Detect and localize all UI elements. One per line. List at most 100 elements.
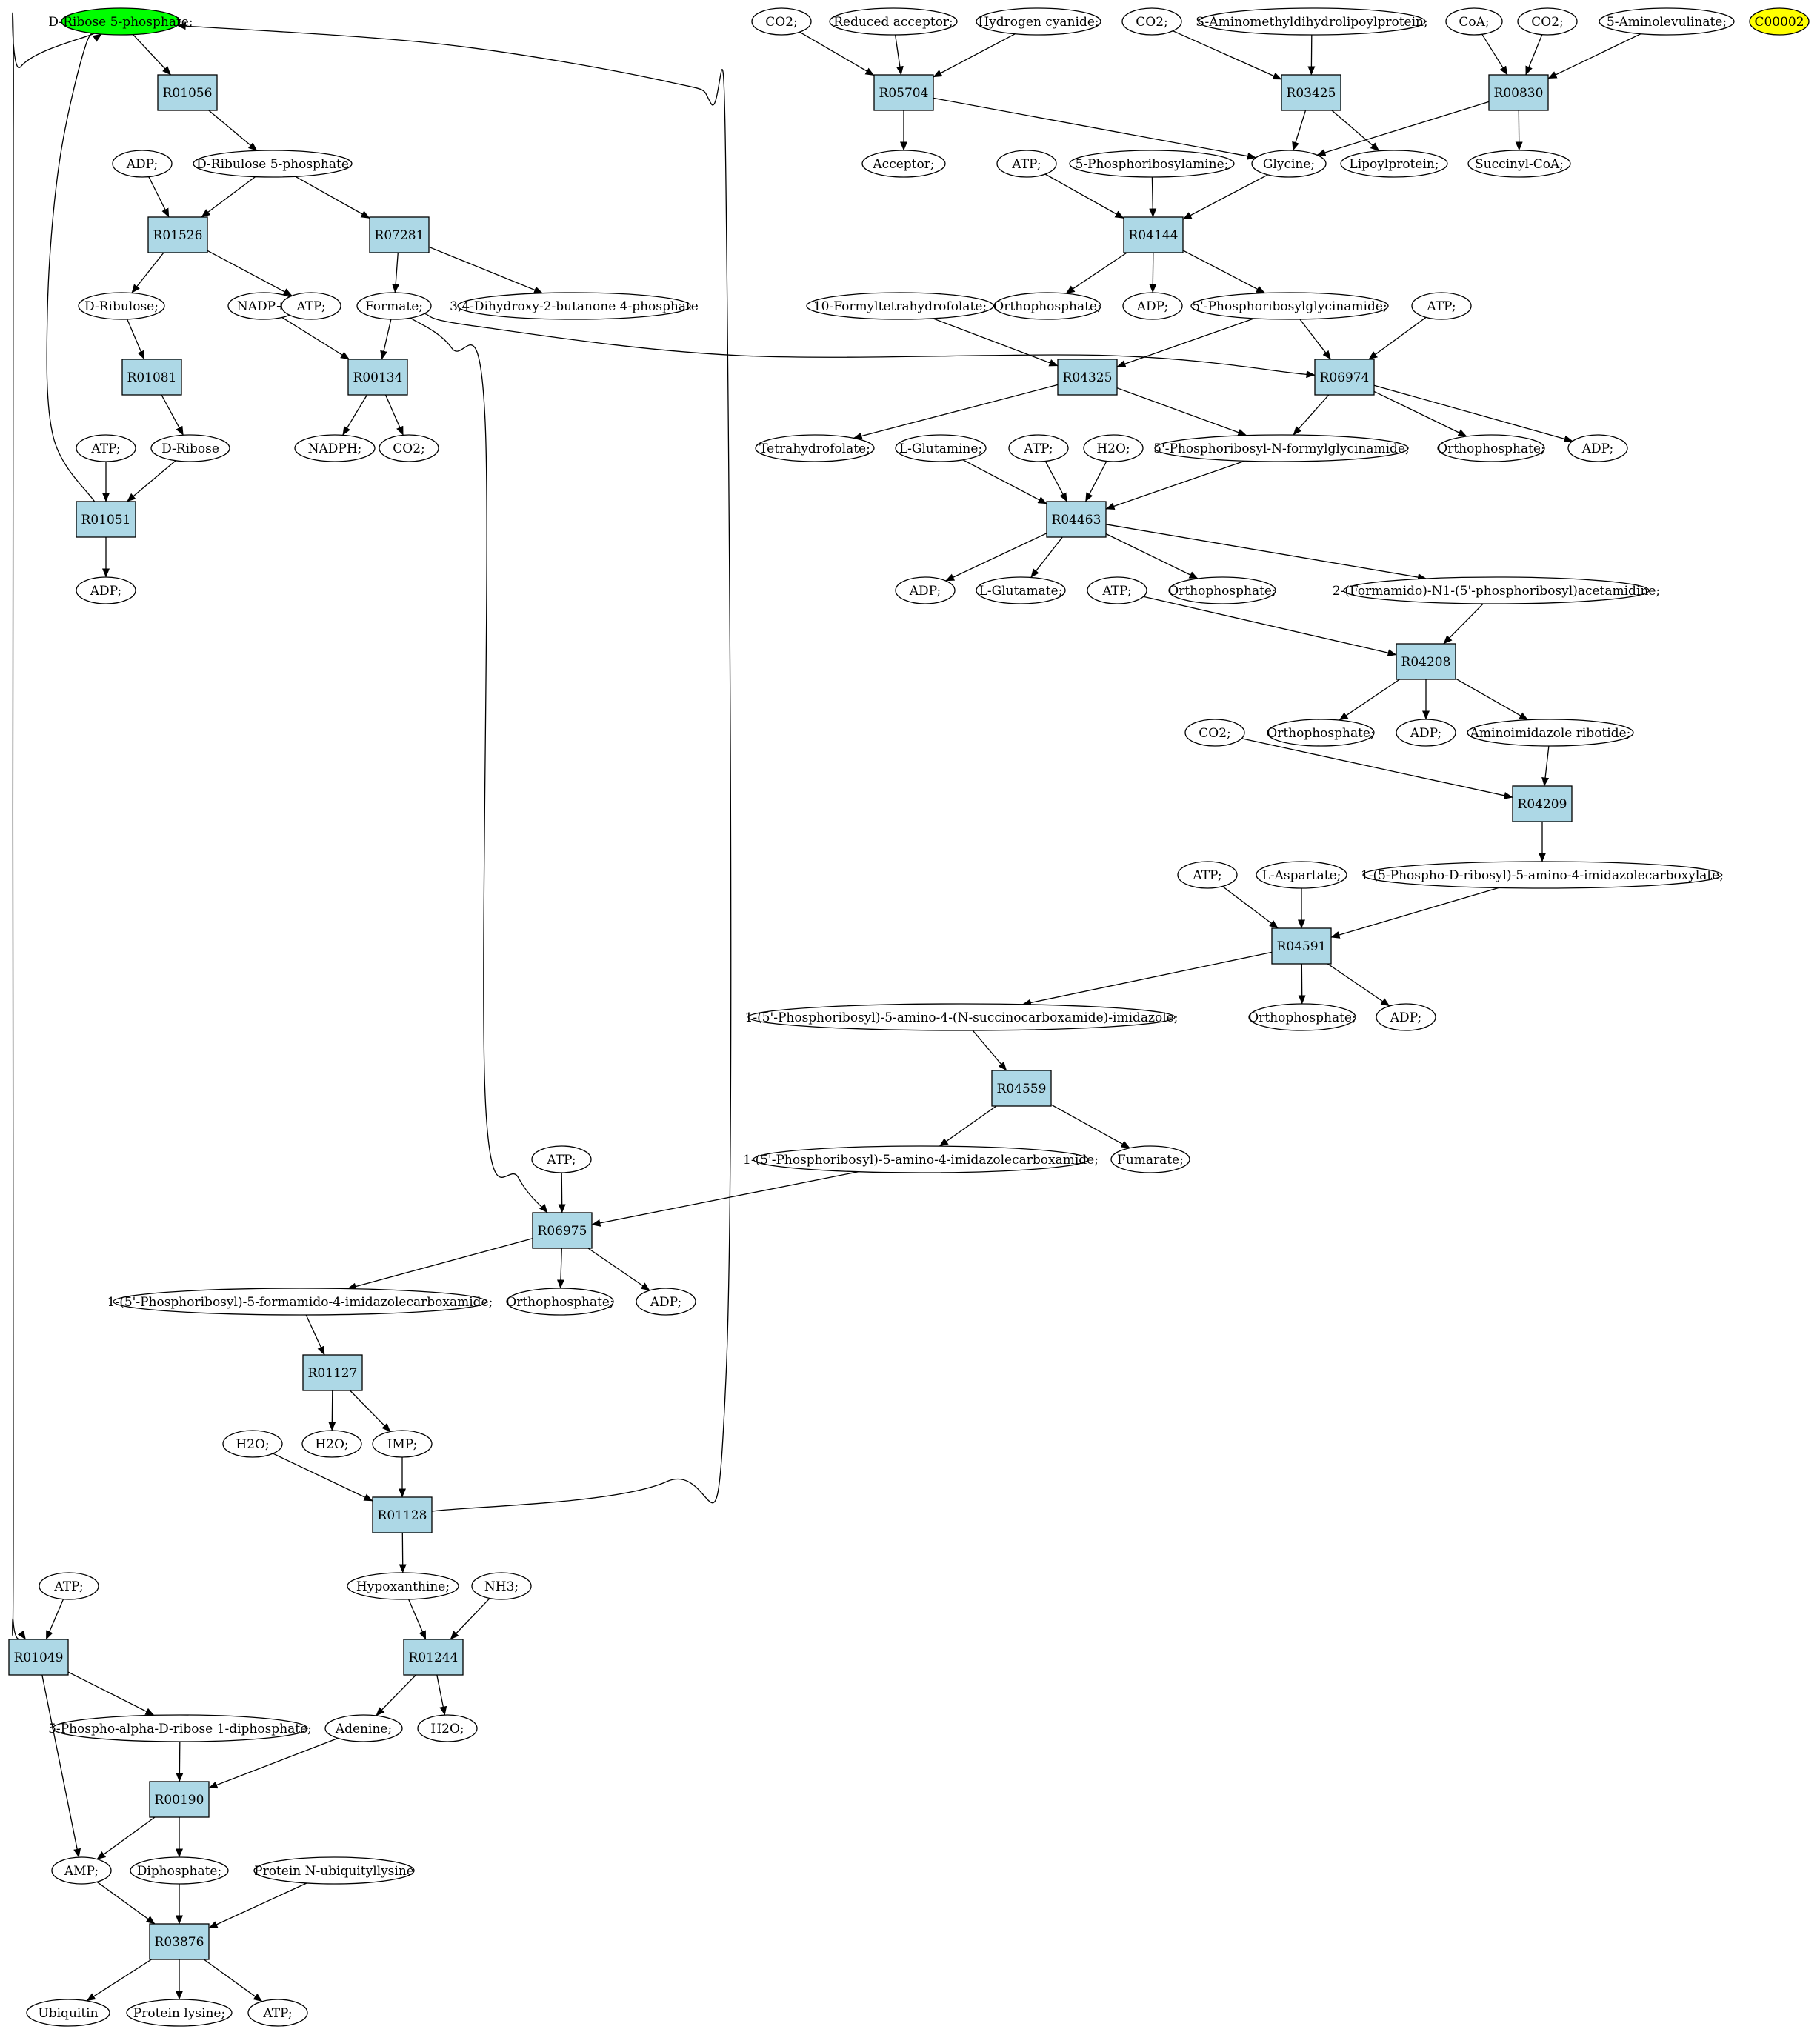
node-label: R06975 xyxy=(538,1224,587,1239)
node-label: Adenine; xyxy=(335,1722,392,1736)
compound-node-orthophosphate: Orthophosphate; xyxy=(1248,1003,1356,1031)
node-label: Succinyl-CoA; xyxy=(1475,157,1564,172)
reaction-node-r06975: R06975 xyxy=(532,1212,593,1249)
compound-ellipse xyxy=(379,434,439,462)
edge-adenine-to-R00190 xyxy=(208,1737,339,1789)
edge-rib5p-to-R01049 xyxy=(12,12,95,1641)
reaction-box xyxy=(347,359,408,396)
reaction-node-r04559: R04559 xyxy=(991,1070,1052,1107)
node-label: R01526 xyxy=(153,228,203,243)
reaction-node-r00190: R00190 xyxy=(149,1781,210,1818)
compound-ellipse xyxy=(51,1856,112,1885)
node-label: R04559 xyxy=(997,1082,1047,1096)
edge-hcn-to-R05704 xyxy=(933,33,1016,78)
edge-rib5p-to-R01056 xyxy=(133,34,171,76)
compound-ellipse xyxy=(1177,861,1238,889)
node-label: Fumarate; xyxy=(1117,1153,1184,1168)
node-label: L-Glutamine; xyxy=(899,442,982,456)
edge-R04559-to-aicar xyxy=(939,1105,997,1147)
edge-R04463-to-glu xyxy=(1030,536,1063,578)
edge-10fthf-to-R04325 xyxy=(933,318,1059,367)
node-label: ATP; xyxy=(546,1153,576,1168)
reaction-node-r01056: R01056 xyxy=(157,74,218,111)
edge-R04208-to-air xyxy=(1455,678,1529,721)
node-label: ADP; xyxy=(1136,299,1168,314)
compound-node-adp: ADP; xyxy=(895,576,956,604)
compound-node-hypoxanthine: Hypoxanthine; xyxy=(347,1572,459,1600)
compound-node-co2: CO2; xyxy=(1517,7,1578,36)
compound-node-lipoylprotein: Lipoylprotein; xyxy=(1340,150,1448,178)
edge-glycine-to-R04144 xyxy=(1182,174,1269,220)
reaction-node-r04591: R04591 xyxy=(1271,927,1332,965)
edge-ru5p-to-R07281 xyxy=(295,176,370,219)
compound-ellipse xyxy=(78,292,165,320)
compound-node-h2o: H2O; xyxy=(222,1430,283,1458)
reaction-box xyxy=(1123,216,1184,253)
compound-node-atp: ATP; xyxy=(1177,861,1238,889)
compound-node-l-aspartate: L-Aspartate; xyxy=(1256,861,1347,889)
node-label: R04325 xyxy=(1063,370,1113,385)
edge-R04144-to-pi1 xyxy=(1065,252,1127,294)
compound-node-ubiquitin: Ubiquitin xyxy=(26,1999,110,2027)
node-label: D-Ribose 5-phosphate; xyxy=(48,15,193,30)
node-label: NADPH; xyxy=(308,442,362,456)
compound-ellipse xyxy=(1396,719,1456,747)
node-label: ATP; xyxy=(1426,299,1456,314)
node-label: 1-(5'-Phosphoribosyl)-5-formamido-4-imid… xyxy=(107,1295,493,1310)
compound-ellipse xyxy=(253,1856,415,1885)
compound-ellipse xyxy=(1168,576,1276,604)
compound-ellipse xyxy=(755,434,875,462)
compound-ellipse xyxy=(806,292,994,320)
compound-ellipse xyxy=(26,1999,110,2027)
node-label: Lipoylprotein; xyxy=(1349,157,1439,172)
compound-ellipse xyxy=(1517,7,1578,36)
compound-node-c00002: C00002 xyxy=(1749,7,1810,36)
edge-gln-to-R04463 xyxy=(962,459,1047,504)
reaction-node-r04209: R04209 xyxy=(1512,785,1573,822)
compound-node-coa: CoA; xyxy=(1445,7,1503,36)
edge-R00190-to-amp xyxy=(96,1816,156,1860)
compound-ellipse xyxy=(39,1572,99,1600)
reaction-box xyxy=(1057,359,1118,396)
compound-ellipse xyxy=(1445,7,1503,36)
edge-nh3-to-R01244 xyxy=(450,1598,490,1640)
node-label: AMP; xyxy=(64,1864,99,1879)
compound-ellipse xyxy=(993,292,1101,320)
compound-node-l-glutamine: L-Glutamine; xyxy=(895,434,987,462)
compound-node-5-aminolevulinate: 5-Aminolevulinate; xyxy=(1599,7,1735,36)
node-label: Hydrogen cyanide; xyxy=(978,15,1099,30)
edge-samdl-to-R03425 xyxy=(1307,34,1316,76)
edge-formate-to-R00134 xyxy=(380,319,392,360)
node-label: CO2; xyxy=(393,442,425,456)
reaction-box xyxy=(8,1639,69,1676)
compound-node-co2: CO2; xyxy=(1121,7,1182,36)
compound-ellipse xyxy=(1087,576,1147,604)
node-label: R03876 xyxy=(155,1935,204,1950)
edge-R03876-to-ubiquitin xyxy=(86,1959,152,2002)
reaction-node-r04208: R04208 xyxy=(1396,643,1456,680)
edge-R01081-to-ribose xyxy=(161,394,184,436)
edge-formate-to-R06975 xyxy=(410,317,548,1213)
edge-R04325-to-thf xyxy=(853,384,1059,440)
node-label: Reduced acceptor; xyxy=(833,15,953,30)
edge-R04325-to-fgar xyxy=(1116,387,1247,436)
compound-node-d-ribose-5-phosphate: D-Ribose 5-phosphate; xyxy=(48,7,193,36)
compound-node-5-phosphoribosylamine: 5-Phosphoribosylamine; xyxy=(1069,150,1235,178)
node-label: Ubiquitin xyxy=(38,2006,98,2021)
reaction-node-r04463: R04463 xyxy=(1046,501,1107,538)
edge-atp5-to-R04463 xyxy=(1044,461,1067,502)
compound-node-5-phosphoribosyl-n-formylglycinamide: 5'-Phosphoribosyl-N-formylglycinamide; xyxy=(1153,434,1410,462)
node-label: S-Aminomethyldihydrolipoylprotein; xyxy=(1196,15,1427,30)
compound-ellipse xyxy=(895,434,987,462)
edge-R06975-to-adp8 xyxy=(587,1248,650,1291)
reaction-box xyxy=(302,1354,363,1391)
compound-ellipse xyxy=(76,576,136,604)
edge-amp-to-R03876 xyxy=(96,1881,156,1925)
node-label: H2O; xyxy=(236,1437,269,1452)
node-label: L-Glutamate; xyxy=(979,584,1063,599)
compound-node-atp: ATP; xyxy=(996,150,1057,178)
compound-ellipse xyxy=(1110,1145,1190,1173)
compound-node-acceptor: Acceptor; xyxy=(861,150,946,178)
edge-R00830-to-glycine xyxy=(1316,101,1490,156)
compound-node-1-5-phosphoribosyl-5-amino-4-imidazolecarboxamide: 1-(5'-Phosphoribosyl)-5-amino-4-imidazol… xyxy=(743,1145,1099,1173)
